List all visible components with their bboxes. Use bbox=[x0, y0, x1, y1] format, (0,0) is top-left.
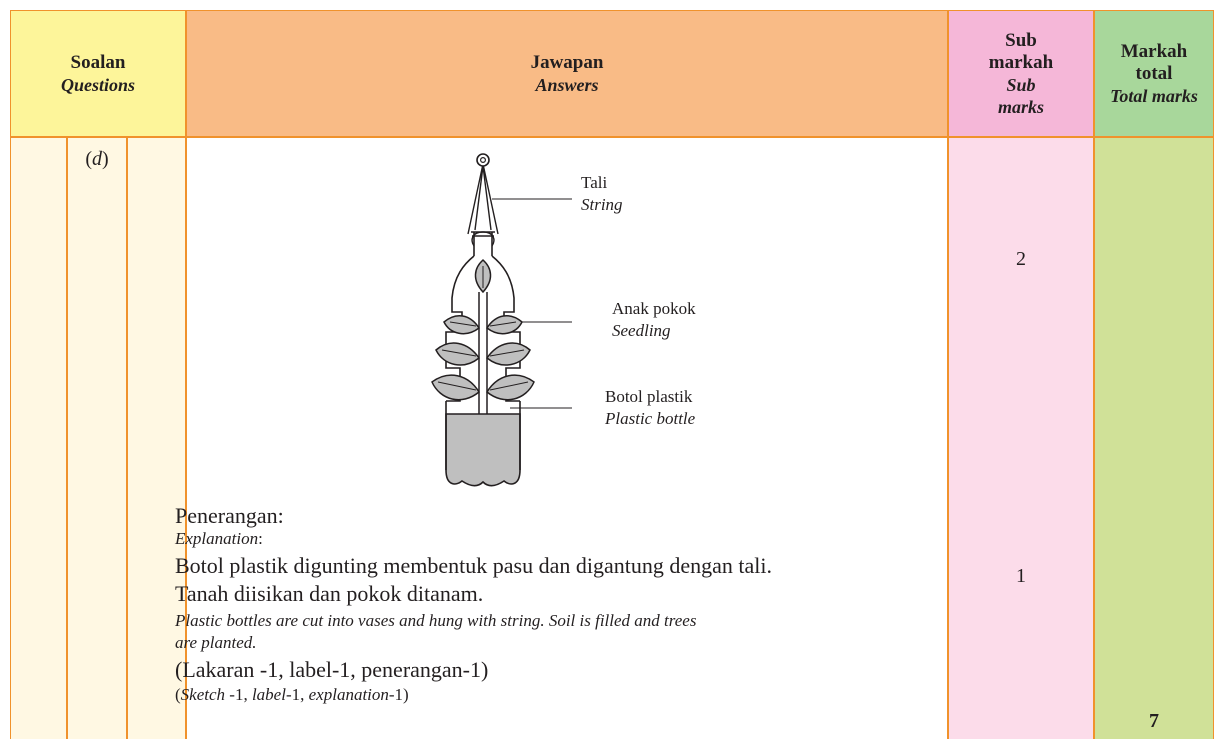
question-paren-close: ) bbox=[102, 148, 109, 170]
seedling-stem bbox=[479, 292, 487, 414]
header-total-ms-1: Markah bbox=[1121, 41, 1188, 63]
hanging-bottle-pot-diagram bbox=[412, 152, 572, 492]
header-answers: Jawapan Answers bbox=[186, 10, 948, 137]
label-string-ms: Tali bbox=[581, 172, 607, 194]
label-bottle-en: Plastic bottle bbox=[605, 408, 695, 430]
question-part-cell: (d) bbox=[67, 137, 127, 739]
sub-marks-cell: 2 1 bbox=[948, 137, 1094, 739]
question-letter: d bbox=[92, 148, 102, 170]
rubric-en-mid1: -1, bbox=[225, 685, 252, 704]
header-answers-ms: Jawapan bbox=[531, 52, 604, 74]
label-string-en: String bbox=[581, 194, 623, 216]
rubric-en-label: label bbox=[252, 685, 286, 704]
header-questions-ms: Soalan bbox=[71, 52, 126, 74]
sub-mark-explanation: 1 bbox=[949, 565, 1093, 588]
rubric-en-mid2: -1, bbox=[286, 685, 309, 704]
total-marks-cell: 7 bbox=[1094, 137, 1214, 739]
label-seedling-en: Seedling bbox=[612, 320, 671, 342]
header-sub-ms-1: Sub bbox=[1005, 30, 1037, 52]
question-number-cell bbox=[10, 137, 67, 739]
question-paren-open: ( bbox=[85, 148, 92, 170]
header-sub-en-1: Sub bbox=[1006, 74, 1035, 96]
bottle-neck bbox=[471, 232, 495, 256]
header-total-marks: Markah total Total marks bbox=[1094, 10, 1214, 137]
string-loop-inner bbox=[481, 158, 486, 163]
header-sub-marks: Sub markah Sub marks bbox=[948, 10, 1094, 137]
rubric-en-explanation: explanation bbox=[309, 685, 389, 704]
explanation-line1-en: Plastic bottles are cut into vases and h… bbox=[175, 610, 696, 632]
explanation-heading-en: Explanation bbox=[175, 529, 258, 548]
rubric-en-sketch: Sketch bbox=[181, 685, 225, 704]
explanation-heading-colon: : bbox=[258, 529, 263, 548]
rubric-ms: (Lakaran -1, label-1, penerangan-1) bbox=[175, 656, 488, 684]
header-questions: Soalan Questions bbox=[10, 10, 186, 137]
header-sub-en-2: marks bbox=[998, 96, 1044, 118]
total-mark-value: 7 bbox=[1095, 710, 1213, 733]
sub-mark-diagram: 2 bbox=[949, 248, 1093, 271]
explanation-heading-en-line: Explanation: bbox=[175, 528, 263, 550]
header-sub-ms-2: markah bbox=[989, 52, 1053, 74]
question-part-label: (d) bbox=[68, 148, 126, 171]
explanation-line2-ms: Tanah diisikan dan pokok ditanam. bbox=[175, 580, 483, 608]
label-bottle-ms: Botol plastik bbox=[605, 386, 692, 408]
header-total-ms-2: total bbox=[1136, 63, 1173, 85]
header-questions-en: Questions bbox=[61, 74, 135, 96]
soil-fill bbox=[446, 414, 520, 486]
explanation-line1-ms: Botol plastik digunting membentuk pasu d… bbox=[175, 552, 772, 580]
label-seedling-ms: Anak pokok bbox=[612, 298, 696, 320]
header-total-en: Total marks bbox=[1110, 85, 1198, 107]
rubric-en: (Sketch -1, label-1, explanation-1) bbox=[175, 684, 409, 706]
bottle-neck-arc bbox=[472, 232, 494, 246]
answer-cell: Tali String Anak pokok Seedling Botol pl… bbox=[186, 137, 948, 739]
explanation-heading-ms: Penerangan: bbox=[175, 502, 284, 530]
explanation-line2-en: are planted. bbox=[175, 632, 257, 654]
header-answers-en: Answers bbox=[535, 74, 598, 96]
rubric-en-end: -1) bbox=[389, 685, 409, 704]
